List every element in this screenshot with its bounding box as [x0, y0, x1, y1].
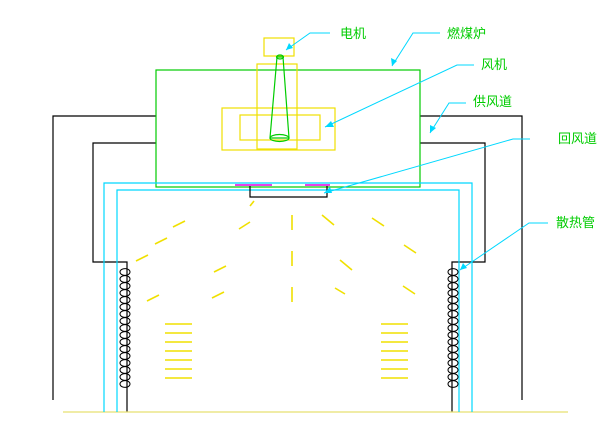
- leader-return: [323, 138, 530, 194]
- shaft-top: [275, 54, 285, 60]
- leader-motor: [285, 32, 330, 51]
- inner-shell-right: [420, 142, 486, 412]
- airflow-dashes: [135, 200, 417, 302]
- left-fins: [165, 323, 192, 379]
- label-return-duct: 回风道: [558, 132, 597, 147]
- leader-fan: [324, 64, 474, 128]
- leader-stove: [391, 32, 440, 67]
- inner-shell-left: [92, 142, 156, 412]
- label-supply-duct: 供风道: [473, 95, 512, 110]
- leader-heat-pipe: [459, 222, 548, 271]
- motor-box-mount: [256, 63, 298, 150]
- label-stove: 燃煤炉: [447, 26, 486, 42]
- label-fan: 风机: [481, 58, 507, 73]
- left-heat-pipe: [119, 268, 131, 388]
- motor-box: [263, 37, 295, 57]
- label-heat-pipe: 散热管: [556, 216, 595, 231]
- chamber-wall-outer: [103, 182, 473, 412]
- leader-supply: [429, 102, 466, 134]
- label-motor: 电机: [340, 27, 366, 42]
- chamber-wall-inner: [116, 189, 460, 412]
- right-fins: [381, 323, 408, 379]
- return-air-inlet: [249, 186, 328, 198]
- fan-housing-inner: [239, 114, 321, 141]
- fan-shaft: [269, 56, 290, 139]
- stove-body: [155, 69, 421, 188]
- leader-arrowheads: [286, 43, 467, 270]
- right-heat-pipe: [447, 268, 459, 388]
- shaft-base: [269, 133, 290, 143]
- leader-lines: [285, 32, 548, 271]
- outer-shell-left: [52, 115, 156, 400]
- outer-shell-right: [420, 115, 523, 400]
- fan-housing-outer: [221, 107, 336, 151]
